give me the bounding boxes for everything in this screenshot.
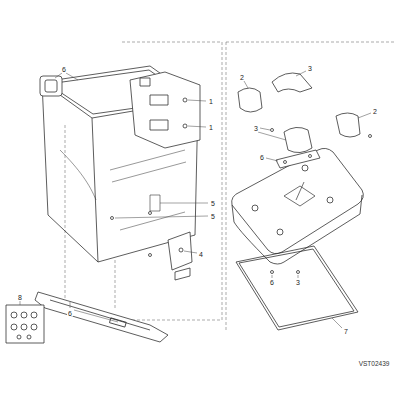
callout-number: 7 (343, 328, 349, 335)
callout-number: 5 (210, 200, 216, 207)
callout-number: 2 (239, 74, 245, 81)
screw (271, 129, 372, 274)
callout-number: 6 (259, 154, 265, 161)
callout-number: 3 (253, 125, 259, 132)
bottom-rail (35, 292, 168, 342)
gasket (236, 246, 358, 330)
screw-kit (6, 305, 44, 343)
latch (168, 232, 192, 280)
callout-number: 3 (307, 65, 313, 72)
callout-number: 2 (372, 108, 378, 115)
cap (238, 73, 360, 153)
callout-number: 6 (269, 279, 275, 286)
drawing-code: VST02439 (358, 361, 391, 368)
callout-number: 8 (17, 294, 23, 301)
callout-number: 1 (208, 124, 214, 131)
callout-number: 1 (208, 98, 214, 105)
bracket (130, 72, 200, 148)
lock-part (40, 76, 62, 96)
callout-number: 3 (295, 279, 301, 286)
leader-line (20, 71, 371, 328)
callout-number: 4 (198, 251, 204, 258)
handle-plate (276, 150, 320, 168)
callout-number: 5 (210, 213, 216, 220)
screw (111, 212, 152, 257)
callout-number: 6 (61, 66, 67, 73)
callout-number: 6 (67, 310, 73, 317)
lid (232, 148, 364, 264)
